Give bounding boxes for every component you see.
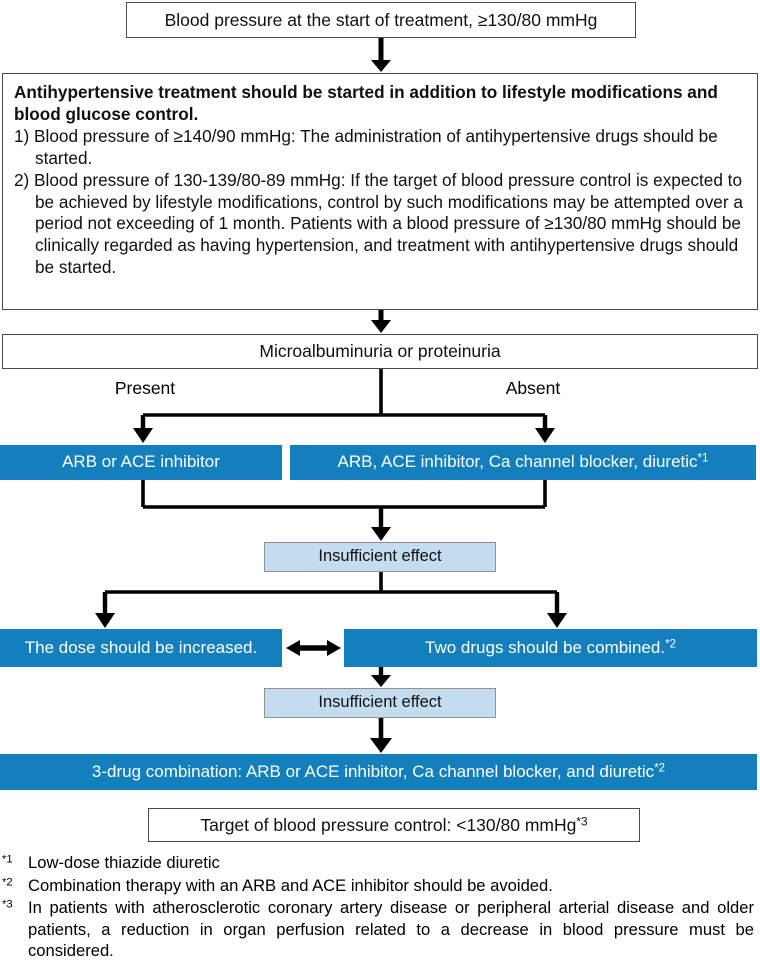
node-target-text: Target of blood pressure control: <130/8…	[200, 814, 577, 835]
treatment-item-2: 2) Blood pressure of 130-139/80-89 mmHg:…	[14, 170, 743, 277]
node-dose-should-be-increased: The dose should be increased.	[0, 629, 282, 667]
arrow-treatment-to-microalbuminuria	[371, 310, 391, 333]
arrow-insufficient-effect-2-to-three-drug	[370, 718, 392, 753]
footnote-ref-1: *1	[697, 452, 709, 465]
node-microalbuminuria-or-proteinuria: Microalbuminuria or proteinuria	[2, 334, 758, 369]
treatment-item-1: 1) Blood pressure of ≥140/90 mmHg: The a…	[14, 126, 718, 168]
branch-label-absent: Absent	[498, 378, 568, 399]
footnote-3: *3 In patients with atherosclerotic coron…	[2, 897, 754, 962]
footnote-3-text: In patients with atherosclerotic coronar…	[28, 898, 754, 961]
branch-dose-or-combination	[95, 572, 567, 628]
node-three-drug-label: 3-drug combination: ARB or ACE inhibitor…	[92, 762, 665, 782]
bidirectional-arrow-dose-combination	[286, 640, 341, 656]
node-insufficient-effect-second: Insufficient effect	[264, 688, 496, 718]
node-two-drugs-label: Two drugs should be combined.*2	[425, 638, 676, 658]
footnote-2-mark-text: *2	[2, 876, 13, 889]
footnote-3-mark: *3	[2, 897, 28, 919]
node-target-label: Target of blood pressure control: <130/8…	[200, 815, 587, 836]
node-microalbuminuria-label: Microalbuminuria or proteinuria	[259, 341, 501, 362]
footnote-ref-2b: *2	[654, 762, 666, 775]
footnote-1: *1 Low-dose thiazide diuretic	[2, 852, 754, 874]
footnote-2-text: Combination therapy with an ARB and ACE …	[28, 875, 553, 895]
node-two-drugs-combined: Two drugs should be combined.*2	[344, 629, 757, 667]
arrow-combination-to-insufficient-effect-2	[371, 667, 391, 687]
node-arb-or-ace-inhibitor: ARB or ACE inhibitor	[0, 445, 282, 480]
footnote-1-mark: *1	[2, 852, 28, 874]
treatment-heading: Antihypertensive treatment should be sta…	[14, 82, 718, 124]
branch-label-present-text: Present	[114, 378, 176, 398]
branch-label-present: Present	[110, 378, 180, 399]
footnote-1-mark-text: *1	[2, 853, 13, 866]
branch-present-absent	[133, 369, 555, 443]
node-dose-label: The dose should be increased.	[24, 637, 258, 657]
footnote-2: *2 Combination therapy with an ARB and AC…	[2, 875, 754, 897]
node-three-drug-text: 3-drug combination: ARB or ACE inhibitor…	[91, 761, 655, 781]
footnote-ref-2a: *2	[665, 638, 676, 651]
node-treatment-instructions: Antihypertensive treatment should be sta…	[2, 73, 758, 310]
footnote-3-mark-text: *3	[2, 898, 13, 911]
footnote-ref-3: *3	[576, 813, 588, 828]
arrow-start-to-treatment	[371, 38, 391, 72]
footnotes: *1 Low-dose thiazide diuretic *2 Combinati…	[2, 852, 754, 963]
node-arb-right-label: ARB, ACE inhibitor, Ca channel blocker, …	[338, 452, 709, 472]
node-arb-left-label: ARB or ACE inhibitor	[62, 452, 220, 472]
node-arb-ace-ca-diuretic: ARB, ACE inhibitor, Ca channel blocker, …	[290, 445, 756, 480]
node-two-drugs-text: Two drugs should be combined.	[425, 637, 666, 657]
node-insufficient-effect-first-label: Insufficient effect	[318, 547, 442, 566]
node-insufficient-effect-first: Insufficient effect	[264, 542, 496, 572]
branch-label-absent-text: Absent	[505, 378, 561, 398]
merge-arb-to-insufficient-effect	[141, 480, 547, 541]
node-start-blood-pressure: Blood pressure at the start of treatment…	[126, 2, 636, 38]
node-target-blood-pressure-control: Target of blood pressure control: <130/8…	[148, 808, 640, 842]
node-three-drug-combination: 3-drug combination: ARB or ACE inhibitor…	[0, 754, 757, 790]
footnote-1-text: Low-dose thiazide diuretic	[28, 853, 220, 872]
node-arb-right-text: ARB, ACE inhibitor, Ca channel blocker, …	[337, 452, 698, 472]
node-insufficient-effect-second-label: Insufficient effect	[318, 693, 442, 712]
footnote-2-mark: *2	[2, 875, 28, 897]
node-start-label: Blood pressure at the start of treatment…	[164, 9, 598, 30]
